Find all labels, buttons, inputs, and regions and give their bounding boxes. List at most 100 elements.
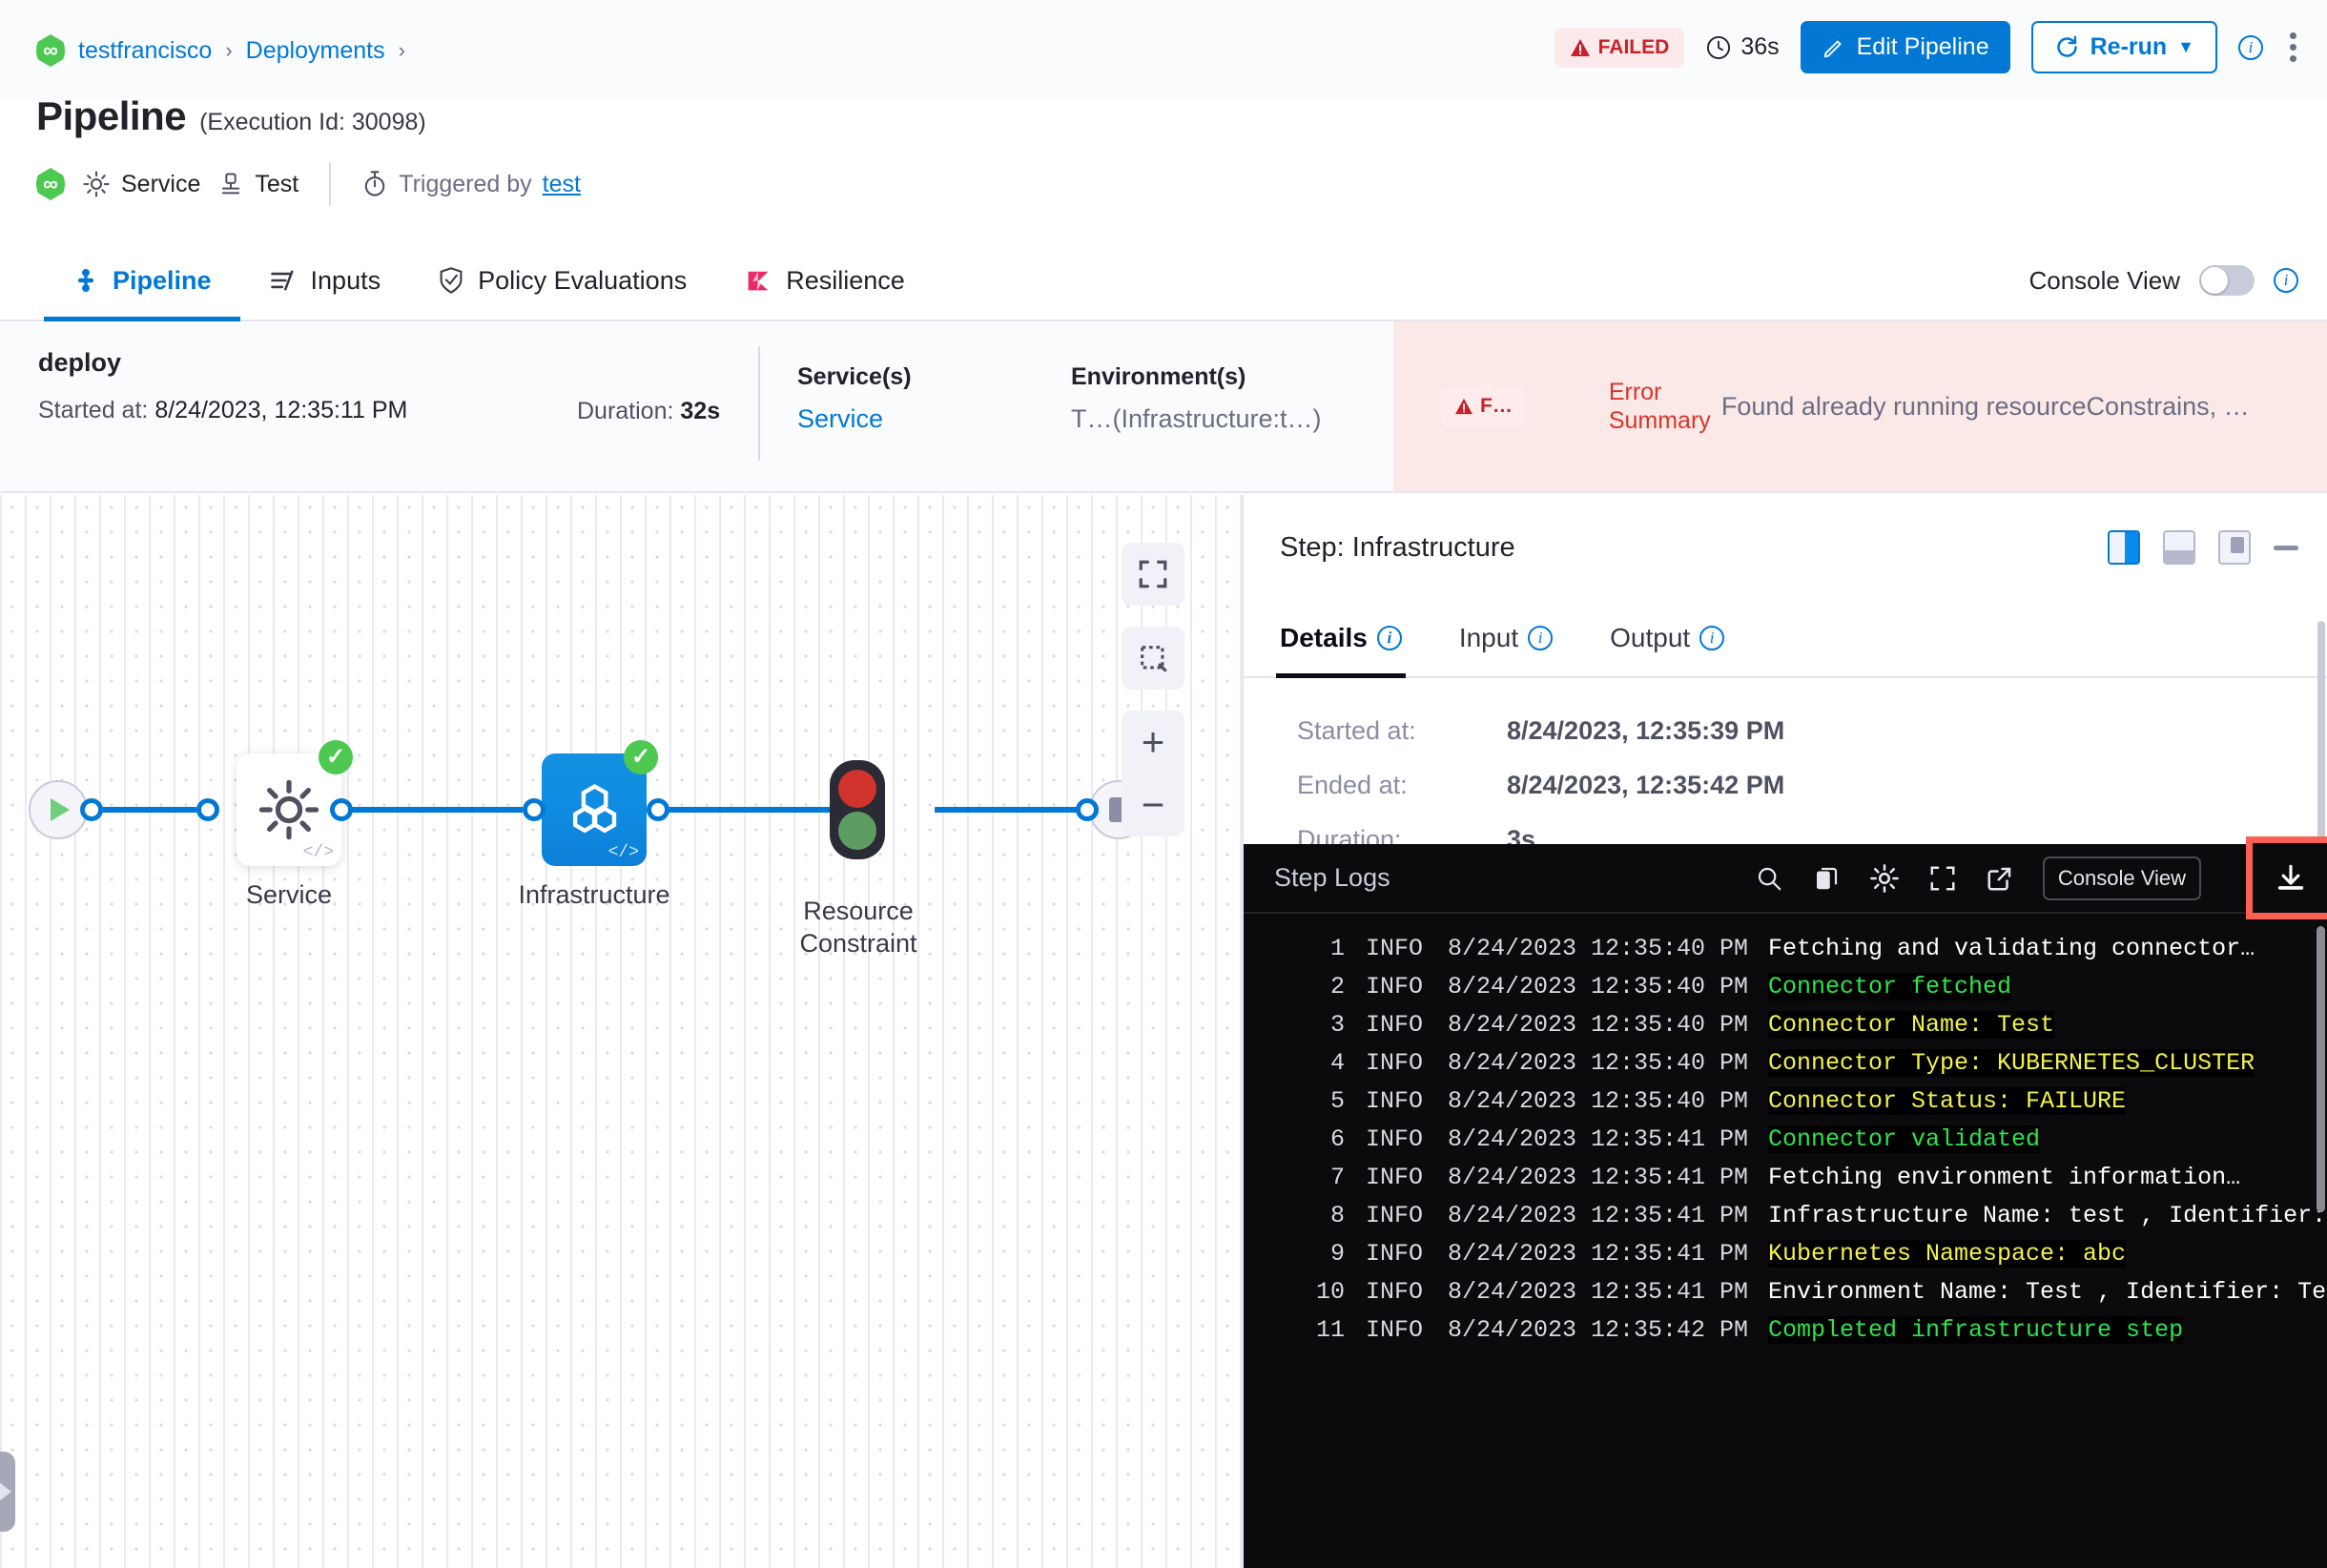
main-tab-bar: Pipeline Inputs Policy Evaluations: [0, 241, 2327, 321]
log-line-timestamp: 8/24/2023 12:35:40 PM: [1448, 972, 1749, 1001]
start-node[interactable]: [29, 780, 88, 839]
chevron-right-icon-2: ›: [398, 38, 405, 62]
rerun-info-icon[interactable]: i: [2238, 34, 2263, 60]
details-info-icon[interactable]: i: [1376, 626, 1402, 650]
log-line-timestamp: 8/24/2023 12:35:41 PM: [1448, 1239, 1749, 1268]
log-line-message: Infrastructure Name: test , Identifier:: [1768, 1201, 2327, 1229]
console-view-info-icon[interactable]: i: [2274, 268, 2298, 293]
log-line: 5 INFO 8/24/2023 12:35:40 PM Connector S…: [1244, 1082, 2327, 1120]
detail-started-key: Started at:: [1297, 716, 1416, 745]
tab-policy-evaluations-label: Policy Evaluations: [478, 265, 688, 295]
step-tab-output[interactable]: Output i: [1610, 600, 1751, 676]
stage-duration-value: 32s: [680, 398, 721, 424]
log-line-level: INFO: [1366, 1124, 1424, 1153]
tab-policy-evaluations[interactable]: Policy Evaluations: [409, 241, 715, 320]
step-panel-title: Step: Infrastructure: [1280, 531, 1515, 563]
copy-icon[interactable]: [1812, 864, 1841, 893]
top-bar: testfrancisco › Deployments › FAILED 36s: [0, 0, 2327, 101]
detail-ended-key: Ended at:: [1297, 771, 1408, 799]
tab-pipeline[interactable]: Pipeline: [44, 241, 240, 321]
traffic-light-red-icon: [838, 769, 876, 808]
meta-trigger: Triggered by test: [361, 170, 581, 198]
node-infrastructure[interactable]: ✓ </> Infrastructure: [518, 740, 670, 909]
logs-console-view-button[interactable]: Console View: [2042, 856, 2201, 900]
console-view-switch[interactable]: [2199, 265, 2255, 296]
edge-rc-end: [935, 807, 1080, 813]
log-scrollbar[interactable]: [2317, 926, 2325, 1212]
log-line-level: INFO: [1366, 1277, 1424, 1306]
log-line-number: 1: [1329, 934, 1345, 962]
log-line-message: Connector Type: KUBERNETES_CLUSTER: [1768, 1048, 2255, 1077]
more-options-icon[interactable]: [2284, 27, 2302, 68]
harness-logo-icon: [36, 34, 65, 67]
refresh-icon: [2056, 35, 2077, 57]
minimize-icon[interactable]: [2274, 545, 2298, 550]
step-tab-input[interactable]: Input i: [1459, 600, 1579, 676]
stage-environments: Environment(s) T…(Infrastructure:t…): [1071, 363, 1322, 434]
breadcrumb-deployments-link[interactable]: Deployments: [245, 36, 385, 64]
log-line-number: 11: [1315, 1315, 1345, 1344]
log-line-message: Fetching and validating connector…: [1768, 934, 2255, 962]
services-value[interactable]: Service: [797, 404, 884, 433]
environments-value[interactable]: T…(Infrastructure:t…): [1071, 404, 1322, 433]
stopwatch-icon: [364, 171, 385, 196]
log-line-level: INFO: [1366, 934, 1424, 962]
stage-error-chip: F…: [1441, 386, 1526, 426]
rerun-button[interactable]: Re-run ▼: [2030, 21, 2217, 73]
node-resource-constraint[interactable]: Resource Constraint: [799, 760, 917, 958]
pipeline-canvas[interactable]: ✓ </> Service ✓ </> Infrastructure: [0, 495, 1242, 1568]
log-line-message: Connector Status: FAILURE: [1768, 1086, 2127, 1115]
gear-icon: [83, 171, 110, 197]
fullscreen-icon[interactable]: [1928, 864, 1957, 893]
fit-to-screen-icon[interactable]: [1122, 543, 1184, 606]
select-area-icon[interactable]: [1122, 627, 1184, 690]
log-line-number: 4: [1329, 1048, 1345, 1077]
detail-started-value: 8/24/2023, 12:35:39 PM: [1507, 716, 1785, 745]
edit-pipeline-button[interactable]: Edit Pipeline: [1800, 21, 2010, 73]
log-line-level: INFO: [1366, 1010, 1424, 1039]
tab-resilience[interactable]: Resilience: [715, 241, 934, 320]
layout-right-icon[interactable]: [2108, 530, 2140, 565]
stage-started-value: 8/24/2023, 12:35:11 PM: [154, 397, 408, 423]
step-tab-details-label: Details: [1280, 623, 1368, 652]
detail-row-started: Started at: 8/24/2023, 12:35:39 PM: [1297, 716, 2327, 746]
step-tab-details[interactable]: Details i: [1276, 600, 1429, 678]
stage-duration: Duration: 32s: [577, 398, 720, 425]
log-lines[interactable]: 1 INFO 8/24/2023 12:35:40 PM Fetching an…: [1244, 916, 2327, 1568]
tab-inputs[interactable]: Inputs: [240, 241, 410, 320]
left-drawer-handle[interactable]: [0, 1452, 15, 1532]
layout-float-icon[interactable]: [2218, 530, 2251, 565]
zoom-out-icon[interactable]: −: [1141, 782, 1165, 827]
log-line-level: INFO: [1366, 1048, 1424, 1077]
step-panel-scrollbar[interactable]: [2317, 621, 2325, 861]
open-external-icon[interactable]: [1986, 864, 2014, 893]
detail-row-ended: Ended at: 8/24/2023, 12:35:42 PM: [1297, 771, 2327, 800]
node-resource-constraint-label: Resource Constraint: [799, 897, 917, 958]
input-info-icon[interactable]: i: [1528, 626, 1554, 650]
stage-name: deploy: [38, 348, 122, 377]
layout-bottom-icon[interactable]: [2163, 530, 2195, 565]
log-line: 9 INFO 8/24/2023 12:35:41 PM Kubernetes …: [1244, 1234, 2327, 1272]
search-icon[interactable]: [1755, 864, 1783, 893]
triggered-by-user[interactable]: test: [542, 170, 581, 197]
gear-icon: [258, 779, 319, 840]
download-logs-button[interactable]: [2246, 836, 2327, 919]
end-port: [1076, 798, 1099, 821]
execution-meta-row: Service Test Triggered by test: [36, 162, 581, 206]
log-line-level: INFO: [1366, 1086, 1424, 1115]
stage-summary-bar: deploy Started at: 8/24/2023, 12:35:11 P…: [0, 321, 2327, 493]
output-info-icon[interactable]: i: [1699, 626, 1725, 650]
stage-started-label: Started at:: [38, 397, 149, 423]
node-service[interactable]: ✓ </> Service: [237, 740, 353, 909]
traffic-light-green-icon: [838, 812, 876, 851]
gear-icon[interactable]: [1869, 863, 1900, 894]
log-line-number: 10: [1315, 1277, 1345, 1306]
stage-error-panel: F… Error Summary Found already running r…: [1393, 321, 2327, 491]
zoom-in-icon[interactable]: +: [1141, 719, 1165, 764]
log-line: 6 INFO 8/24/2023 12:35:41 PM Connector v…: [1244, 1120, 2327, 1158]
log-line: 4 INFO 8/24/2023 12:35:40 PM Connector T…: [1244, 1043, 2327, 1082]
play-icon: [51, 798, 70, 821]
breadcrumb-org-link[interactable]: testfrancisco: [78, 36, 213, 64]
log-line-message: Kubernetes Namespace: abc: [1768, 1239, 2127, 1268]
